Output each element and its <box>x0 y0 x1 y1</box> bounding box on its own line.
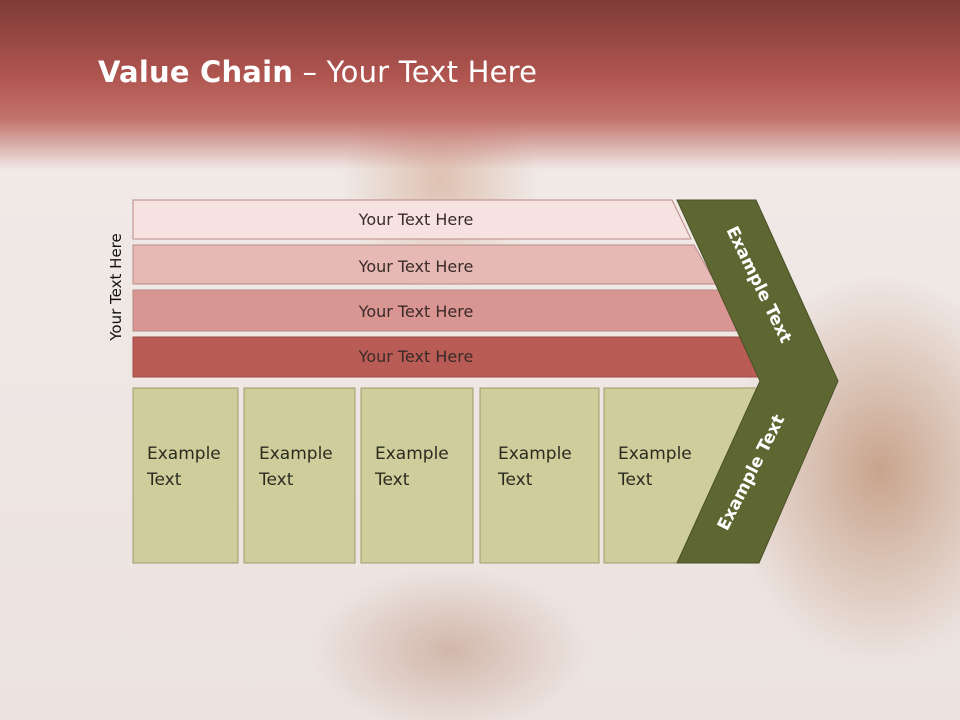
svg-text:Example: Example <box>375 662 449 682</box>
box-4[interactable] <box>479 387 600 564</box>
svg-text:Text: Text <box>258 636 294 656</box>
box-5-text: Example <box>618 444 692 464</box>
box-4-text-2: Text <box>497 470 533 490</box>
box-4-text: Example <box>498 444 572 464</box>
box-2[interactable] <box>243 387 356 564</box>
boxes-group: Example Text Example Text Example Text E… <box>132 387 761 564</box>
svg-text:Example: Example <box>618 662 692 682</box>
slide-title: Value Chain – Your Text Here <box>98 55 537 89</box>
reflection: Text Text Text Text Text Example Example… <box>132 562 828 720</box>
box-5-text-2: Text <box>617 470 653 490</box>
box-1[interactable] <box>132 387 239 564</box>
title-bold: Value Chain <box>98 55 294 89</box>
title-rest: – Your Text Here <box>293 55 538 89</box>
svg-text:Text: Text <box>497 636 533 656</box>
bar-3-label: Your Text Here <box>358 302 474 321</box>
box-1-text-2: Text <box>146 470 182 490</box>
header-band <box>0 0 960 170</box>
box-3-text-2: Text <box>374 470 410 490</box>
svg-text:Example: Example <box>147 662 221 682</box>
box-1-text: Example <box>147 444 221 464</box>
bars-group: Your Text Here Your Text Here Your Text … <box>132 199 765 378</box>
svg-text:Text: Text <box>374 636 410 656</box>
svg-text:Example: Example <box>498 662 572 682</box>
box-2-text-2: Text <box>258 470 294 490</box>
box-3[interactable] <box>360 387 474 564</box>
bar-2-label: Your Text Here <box>358 257 474 276</box>
box-2-text: Example <box>259 444 333 464</box>
bar-4-label: Your Text Here <box>358 347 474 366</box>
svg-text:Example: Example <box>259 662 333 682</box>
svg-text:Text: Text <box>146 636 182 656</box>
bar-1-label: Your Text Here <box>358 210 474 229</box>
box-3-text: Example <box>375 444 449 464</box>
svg-text:Text: Text <box>617 636 653 656</box>
bar-1[interactable] <box>132 199 692 240</box>
